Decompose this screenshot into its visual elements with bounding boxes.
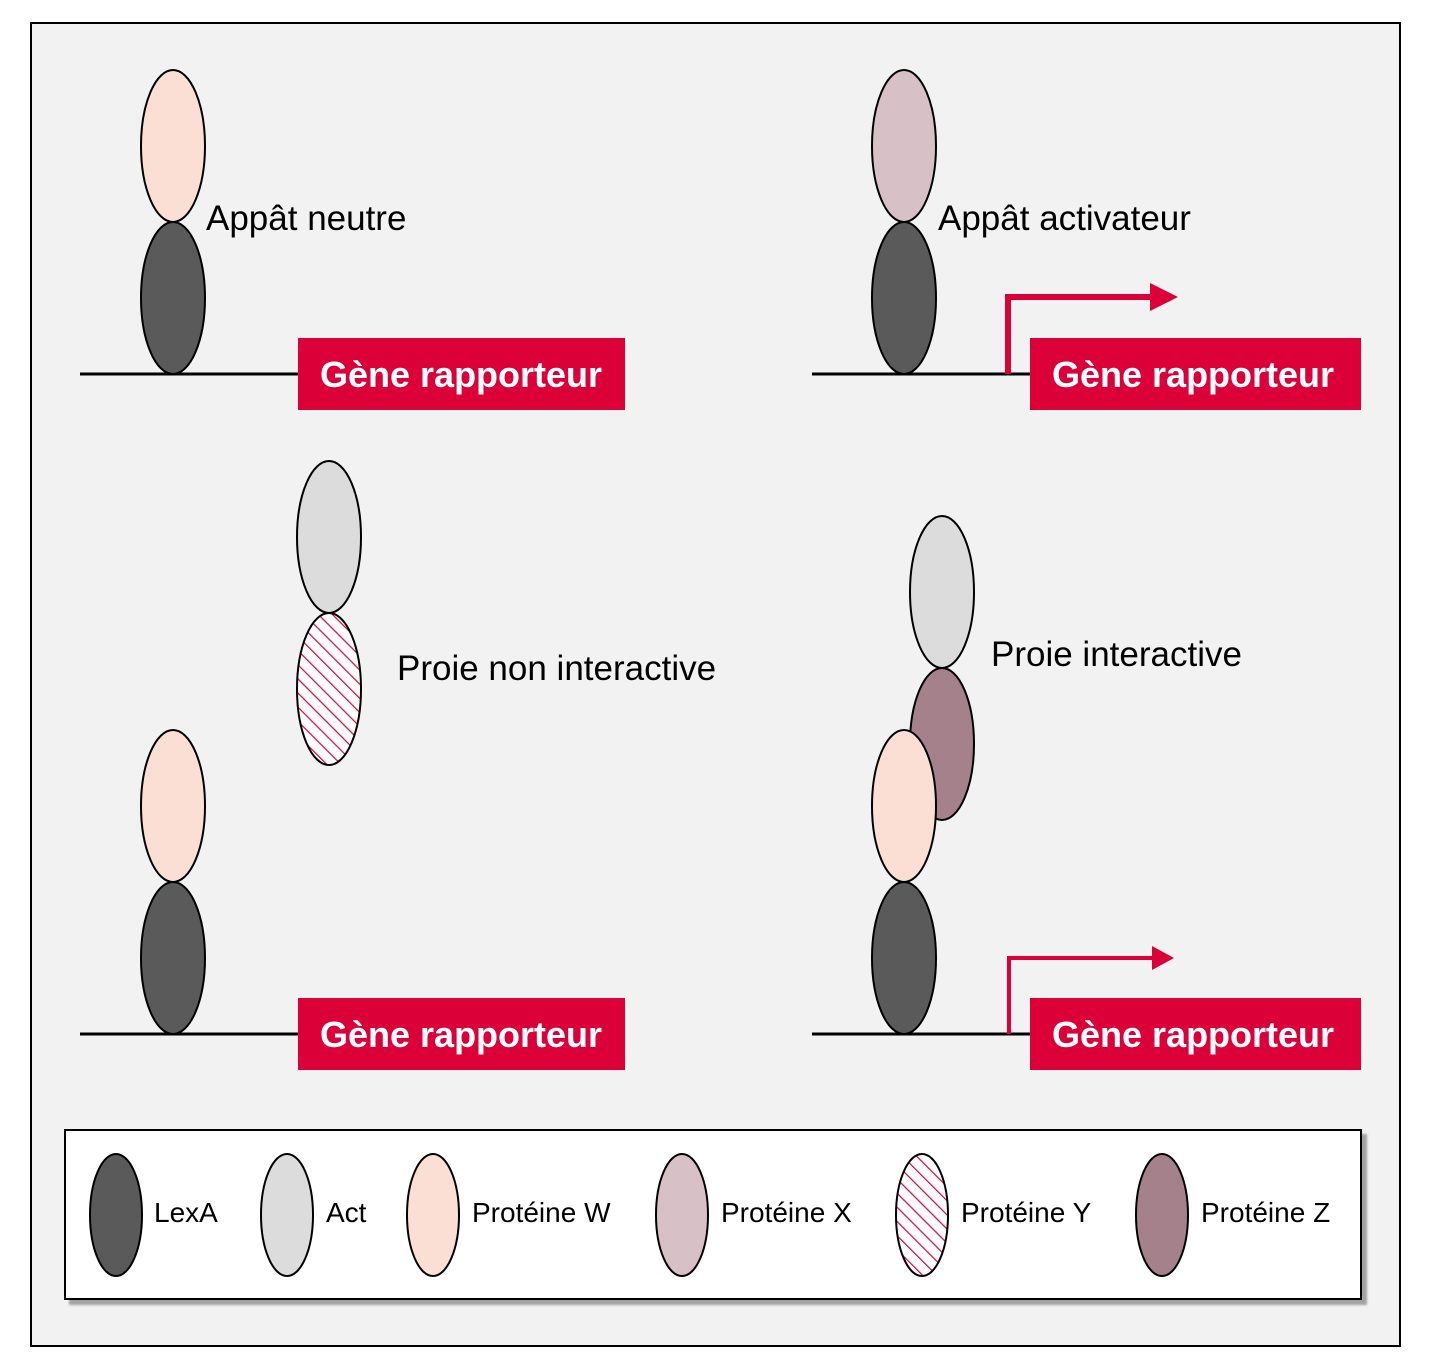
act-ellipse — [296, 460, 362, 614]
reporter-gene-label: Gène rapporteur — [320, 1014, 602, 1055]
panel-bottom-left: Proie non interactive Gène rapporteur — [80, 460, 716, 1070]
reporter-gene-box: Gène rapporteur — [298, 338, 625, 410]
panel-bottom-right: Proie interactive Gène rapporteur — [812, 515, 1361, 1070]
panel-label: Proie non interactive — [397, 649, 716, 688]
protein-x-swatch-icon — [655, 1153, 709, 1277]
panel-label: Proie interactive — [991, 635, 1242, 674]
lexa-ellipse — [140, 881, 206, 1035]
reporter-gene-box: Gène rapporteur — [298, 998, 625, 1070]
legend-item-protein-z: Protéine Z — [1135, 1153, 1330, 1277]
reporter-gene-rect — [1030, 338, 1361, 410]
reporter-gene-label: Gène rapporteur — [1052, 1014, 1334, 1055]
reporter-gene-rect — [1030, 998, 1361, 1070]
legend-label: Protéine X — [721, 1197, 852, 1228]
reporter-gene-box: Gène rapporteur — [1030, 998, 1361, 1070]
outer-frame — [30, 22, 1401, 1347]
legend-item-act: Act — [260, 1153, 367, 1277]
legend: LexA Act Protéine W Protéine X Protéine … — [64, 1129, 1362, 1300]
transcription-arrow — [1007, 946, 1174, 1034]
legend-item-lexa: LexA — [89, 1153, 218, 1277]
legend-label: LexA — [154, 1197, 218, 1228]
legend-label: Protéine Z — [1201, 1197, 1330, 1228]
protein-y-ellipse — [296, 612, 362, 766]
panel-label: Appât activateur — [938, 199, 1191, 238]
panel-top-right: Appât activateur Gène rapporteur — [812, 69, 1361, 410]
act-ellipse — [909, 515, 975, 669]
reporter-gene-rect — [298, 998, 625, 1070]
lexa-ellipse — [871, 881, 937, 1035]
reporter-gene-box: Gène rapporteur — [1030, 338, 1361, 410]
reporter-gene-rect — [298, 338, 625, 410]
panel-label: Appât neutre — [206, 199, 406, 238]
protein-w-ellipse — [140, 729, 206, 883]
protein-w-ellipse — [871, 729, 937, 883]
lexa-ellipse — [871, 221, 937, 375]
protein-w-ellipse — [140, 69, 206, 223]
protein-w-swatch-icon — [406, 1153, 460, 1277]
legend-label: Protéine Y — [961, 1197, 1092, 1228]
legend-label: Act — [326, 1197, 367, 1228]
lexa-ellipse — [140, 221, 206, 375]
protein-x-ellipse — [871, 69, 937, 223]
reporter-gene-label: Gène rapporteur — [320, 354, 602, 395]
reporter-gene-label: Gène rapporteur — [1052, 354, 1334, 395]
protein-z-swatch-icon — [1135, 1153, 1189, 1277]
legend-item-protein-w: Protéine W — [406, 1153, 611, 1277]
panel-top-left: Appât neutre Gène rapporteur — [80, 69, 625, 410]
lexa-swatch-icon — [89, 1153, 143, 1277]
protein-y-swatch-icon — [895, 1153, 949, 1277]
transcription-arrow — [1005, 283, 1178, 374]
legend-item-protein-x: Protéine X — [655, 1153, 852, 1277]
legend-item-protein-y: Protéine Y — [895, 1153, 1092, 1277]
act-swatch-icon — [260, 1153, 314, 1277]
legend-label: Protéine W — [472, 1197, 611, 1228]
